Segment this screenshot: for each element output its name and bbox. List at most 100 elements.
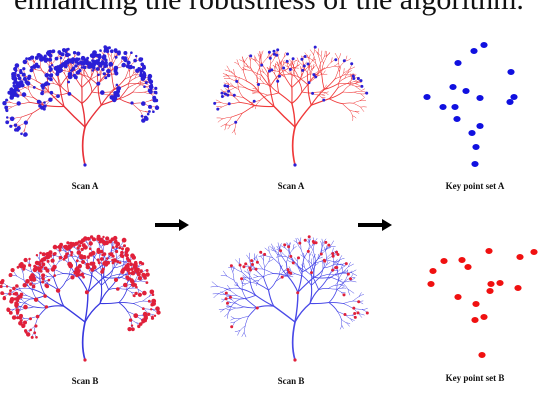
tree-scan-b-clean (210, 235, 369, 362)
keypoint-dot (41, 273, 46, 278)
keypoint-dot (90, 250, 96, 256)
keypoint-dot (251, 263, 254, 266)
tree-branch (324, 50, 326, 57)
keypoint-dot (314, 241, 318, 245)
keypoint-dot (32, 284, 36, 287)
tree-branch (271, 243, 274, 250)
tree-branch (288, 266, 291, 271)
keypoint-marker (458, 257, 466, 263)
tree-branch (240, 288, 257, 296)
keypoint-dot (213, 101, 217, 105)
keypoint-dot (224, 297, 228, 301)
keypoint-dot (88, 241, 93, 246)
tree-branch (267, 73, 271, 88)
keypoint-dot (357, 300, 361, 304)
tree-branch (231, 128, 236, 134)
tree-branch (17, 287, 31, 290)
keypoint-dot (93, 238, 97, 241)
tree-branch (80, 73, 86, 78)
tree-branch (288, 63, 294, 70)
tree-branch (302, 275, 312, 286)
keypoint-dot (126, 278, 130, 281)
tree-branch (313, 265, 316, 271)
tree-branch (344, 76, 351, 79)
keypoint-dot (54, 56, 59, 61)
tree-branch (360, 90, 367, 93)
tree-branch (324, 91, 329, 93)
tree-branch (310, 88, 325, 106)
keypoint-dot (126, 60, 131, 65)
keypoint-dot (125, 268, 129, 271)
tree-branch (211, 281, 218, 287)
keypoint-dot (352, 306, 356, 310)
keypoint-dot (22, 67, 26, 71)
keypoint-dot (335, 250, 339, 254)
keypoint-dot (113, 48, 118, 53)
keypoint-marker (530, 249, 538, 255)
keypoint-dot (82, 65, 87, 70)
tree-branch (313, 276, 332, 279)
tree-branch (234, 330, 241, 332)
keypoint-marker (496, 280, 504, 286)
tree-branch (341, 270, 347, 274)
keypoint-dot (263, 252, 267, 256)
tree-branch (326, 65, 335, 68)
keypoint-dot (86, 56, 89, 60)
keypoint-dot (334, 58, 338, 62)
tree-branch (272, 273, 289, 277)
keypoint-dot (228, 295, 232, 299)
keypoint-dot (16, 101, 21, 106)
tree-branch (246, 69, 254, 72)
keypoint-dot (116, 260, 120, 264)
keypoint-dot (70, 275, 75, 280)
keypoint-dot (257, 83, 260, 86)
tree-branch (288, 274, 293, 277)
tree-branch (326, 52, 331, 57)
keypoint-dot (29, 328, 32, 332)
tree-branch (323, 78, 336, 90)
keypoint-dot (65, 252, 69, 256)
tree-branch (273, 70, 280, 73)
keypoint-dot (115, 245, 119, 248)
tree-branch (303, 252, 306, 258)
keypoint-dot (117, 50, 121, 54)
keypoint-dot (17, 89, 20, 92)
tree-branch (341, 285, 345, 289)
keypoint-dot (307, 81, 311, 85)
keypoint-dot (153, 314, 157, 317)
tree-branch (60, 56, 66, 65)
keypoint-dot (44, 283, 48, 288)
tree-branch (315, 63, 322, 75)
tree-branch (348, 261, 351, 268)
tree-branch (58, 281, 67, 291)
keypoint-dot (106, 73, 111, 78)
tree-branch (350, 318, 355, 321)
keypoint-dot (87, 61, 92, 65)
tree-branch (255, 60, 260, 67)
tree-branch (228, 84, 236, 88)
keypoint-dot (49, 77, 53, 82)
tree-branch (300, 66, 303, 71)
tree-branch (253, 276, 258, 279)
tree-branch (216, 117, 224, 119)
tree-branch (31, 271, 41, 280)
keypoint-dot (25, 57, 28, 60)
tree-branch (233, 279, 241, 289)
tree-branch (278, 92, 293, 104)
keypoint-marker (514, 285, 522, 291)
keypoint-dot (113, 277, 119, 282)
tree-branch (230, 290, 238, 296)
keypoint-dot (260, 63, 264, 67)
tree-branch (230, 316, 235, 319)
tree-branch (311, 254, 315, 259)
keypoint-dot (17, 83, 22, 89)
keypoint-dot (297, 256, 300, 260)
tree-branch (321, 93, 325, 96)
tree-branch (80, 270, 86, 275)
tree-branch (281, 64, 283, 71)
tree-branch (139, 280, 147, 283)
keypoint-dot (58, 68, 61, 71)
tree-branch (112, 264, 117, 270)
keypoint-dot (92, 264, 97, 270)
tree-branch (324, 53, 331, 57)
